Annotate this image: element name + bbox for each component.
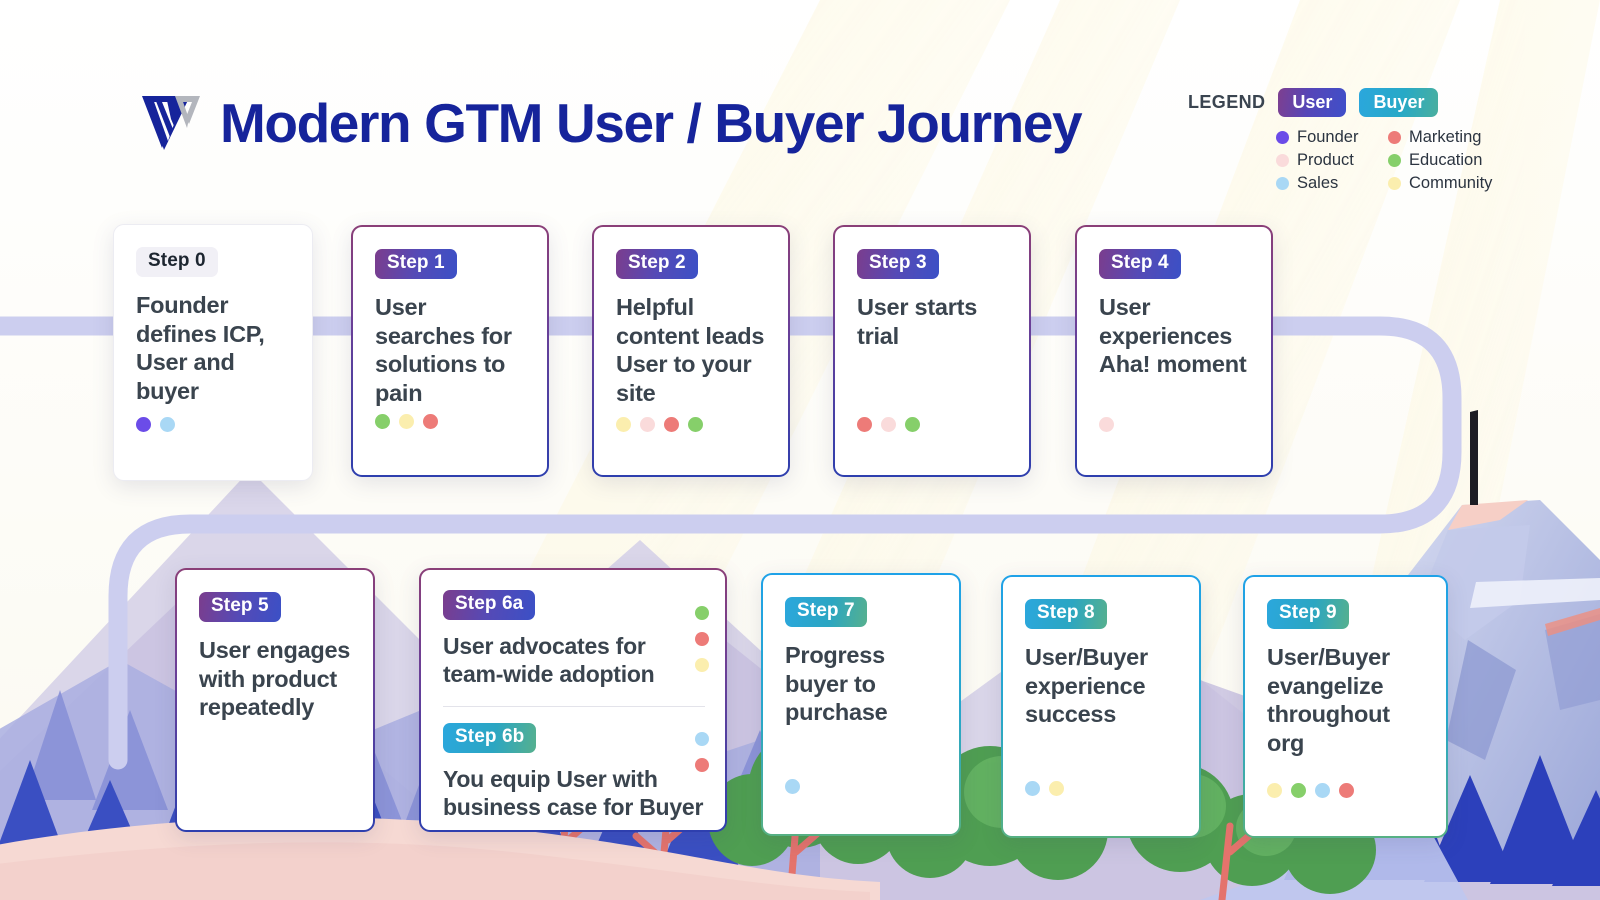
step-badge: Step 7 [785, 597, 867, 627]
step-card-3[interactable]: Step 3 User starts trial [833, 225, 1031, 477]
step-text: User engages with product repeatedly [199, 636, 351, 721]
legend-items: Founder Marketing Product Education Sale… [1276, 128, 1492, 193]
dot-community [695, 658, 709, 672]
step-6b-section[interactable]: Step 6b You equip User with business cas… [443, 723, 705, 821]
dot-founder [136, 417, 151, 432]
step-card-5[interactable]: Step 5 User engages with product repeate… [175, 568, 375, 832]
step-text: User experiences Aha! moment [1099, 293, 1247, 378]
dot-education [695, 606, 709, 620]
page-title: Modern GTM User / Buyer Journey [220, 91, 1083, 154]
step-dots [1267, 783, 1354, 798]
dot-marketing [857, 417, 872, 432]
step-text: User/Buyer experience success [1025, 643, 1148, 728]
step-dots [1025, 781, 1064, 796]
step-badge: Step 6a [443, 590, 536, 620]
step-badge: Step 6b [443, 723, 537, 753]
legend-dot-community [1388, 177, 1401, 190]
step-badge: Step 4 [1099, 249, 1181, 279]
step-dots [785, 779, 800, 794]
step-badge: Step 2 [616, 249, 698, 279]
step-6a-dots [695, 606, 709, 672]
dot-education [905, 417, 920, 432]
dot-marketing [1339, 783, 1354, 798]
legend-item-label: Founder [1297, 128, 1359, 146]
step-text: User/Buyer evangelize throughout org [1267, 643, 1390, 756]
step-card-1[interactable]: Step 1 User searches for solutions to pa… [351, 225, 549, 477]
step-text: User advocates for team-wide adoption [443, 632, 655, 687]
step-card-6[interactable]: Step 6a User advocates for team-wide ado… [419, 568, 727, 832]
step-dots [857, 417, 920, 432]
dot-marketing [664, 417, 679, 432]
dot-sales [695, 732, 709, 746]
legend-item-label: Community [1409, 174, 1493, 192]
step-card-2[interactable]: Step 2 Helpful content leads User to you… [592, 225, 790, 477]
legend-label: LEGEND [1188, 92, 1266, 112]
legend-item-label: Marketing [1409, 128, 1482, 146]
step-text: You equip User with business case for Bu… [443, 765, 704, 821]
legend-item-community: Community [1388, 174, 1518, 193]
legend-item-marketing: Marketing [1388, 128, 1518, 147]
step-dots [1099, 417, 1114, 432]
step-badge: Step 3 [857, 249, 939, 279]
legend-dot-founder [1276, 131, 1289, 144]
step-dots [616, 417, 703, 432]
step-text: Founder defines ICP, User and buyer [136, 291, 265, 404]
legend-item-label: Product [1297, 151, 1354, 169]
dot-education [1291, 783, 1306, 798]
step-card-8[interactable]: Step 8 User/Buyer experience success [1001, 575, 1201, 838]
step-badge: Step 8 [1025, 599, 1107, 629]
legend-item-sales: Sales [1276, 174, 1388, 193]
legend-item-founder: Founder [1276, 128, 1388, 147]
step-badge: Step 5 [199, 592, 281, 622]
step-badge: Step 9 [1267, 599, 1349, 629]
dot-marketing [695, 632, 709, 646]
legend-pill-buyer: Buyer [1359, 88, 1439, 117]
legend-item-label: Sales [1297, 174, 1339, 192]
step-text: Progress buyer to purchase [785, 641, 888, 726]
legend-dot-product [1276, 154, 1289, 167]
step-text: User starts trial [857, 293, 978, 349]
step-text: Helpful content leads User to your site [616, 293, 765, 406]
dot-community [616, 417, 631, 432]
step-card-7[interactable]: Step 7 Progress buyer to purchase [761, 573, 961, 836]
step-card-4[interactable]: Step 4 User experiences Aha! moment [1075, 225, 1273, 477]
legend-pill-user: User [1278, 88, 1347, 117]
legend-item-label: Education [1409, 151, 1483, 169]
dot-sales [160, 417, 175, 432]
page-header: Modern GTM User / Buyer Journey [140, 88, 1083, 158]
dot-community [1267, 783, 1282, 798]
step-dots [136, 417, 175, 432]
dot-education [688, 417, 703, 432]
card-divider [443, 706, 705, 708]
step-6b-dots [695, 732, 709, 772]
dot-education [375, 414, 390, 429]
legend-item-education: Education [1388, 151, 1518, 170]
dot-sales [785, 779, 800, 794]
step-dots [375, 414, 438, 429]
step-badge: Step 0 [136, 247, 218, 277]
dot-marketing [695, 758, 709, 772]
dot-sales [1315, 783, 1330, 798]
company-logo [142, 96, 200, 150]
step-card-9[interactable]: Step 9 User/Buyer evangelize throughout … [1243, 575, 1448, 838]
legend-dot-marketing [1388, 131, 1401, 144]
legend-dot-sales [1276, 177, 1289, 190]
legend-item-product: Product [1276, 151, 1388, 170]
dot-community [399, 414, 414, 429]
step-card-0[interactable]: Step 0 Founder defines ICP, User and buy… [113, 224, 313, 481]
dot-product [640, 417, 655, 432]
dot-marketing [423, 414, 438, 429]
legend: LEGEND User Buyer Founder Marketing Prod… [1188, 88, 1492, 193]
dot-product [1099, 417, 1114, 432]
step-badge: Step 1 [375, 249, 457, 279]
legend-dot-education [1388, 154, 1401, 167]
dot-community [1049, 781, 1064, 796]
step-6a-section[interactable]: Step 6a User advocates for team-wide ado… [443, 590, 705, 688]
dot-sales [1025, 781, 1040, 796]
dot-product [881, 417, 896, 432]
step-text: User searches for solutions to pain [375, 293, 512, 406]
